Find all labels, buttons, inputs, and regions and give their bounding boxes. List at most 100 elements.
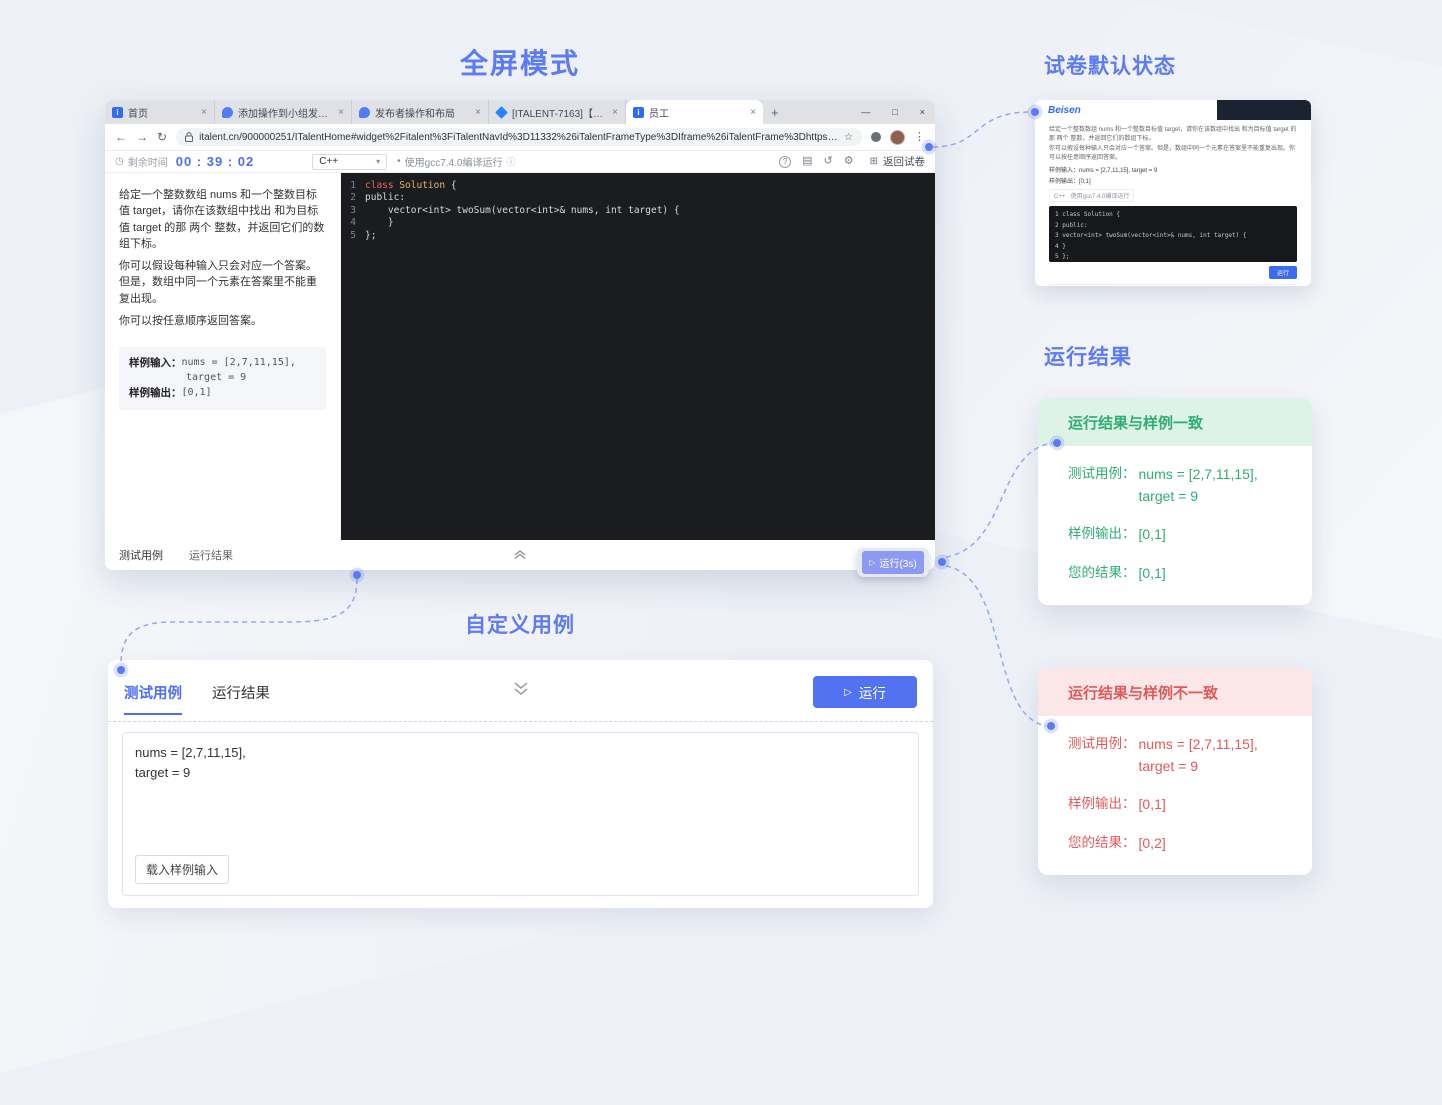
line-number: 4: [350, 217, 356, 229]
thumbnail-language-bar: C++ · 使用gcc7.4.0编译运行: [1049, 189, 1135, 203]
thumbnail-problem-text: 给定一个整数数组 nums 和一个整数目标值 target，请你在该数组中找出 …: [1049, 127, 1297, 143]
back-icon[interactable]: ←: [115, 130, 127, 144]
tab-test-case[interactable]: 测试用例: [124, 682, 182, 715]
connector-success-card: [945, 442, 1053, 558]
browser-tab[interactable]: [ITALENT-7163]【消息】×: [489, 100, 626, 124]
sample-box: 样例输入： nums = [2,7,11,15], target = 9 样例输…: [119, 347, 326, 411]
test-case-input[interactable]: nums = [2,7,11,15], target = 9 载入样例输入: [122, 732, 919, 896]
tab-label: 发布者操作和布局: [375, 108, 455, 120]
thumbnail-dark-header: [1217, 100, 1311, 120]
tab-close-icon[interactable]: ×: [750, 106, 756, 118]
result-row: 您的结果：[0,1]: [1068, 563, 1298, 585]
tab-run-result[interactable]: 运行结果: [212, 685, 270, 702]
forward-icon[interactable]: →: [136, 130, 148, 144]
line-number: 5: [350, 229, 356, 241]
browser-tab-strip: 首页×添加操作到小组发布者×发布者操作和布局×[ITALENT-7163]【消息…: [105, 100, 935, 124]
minimize-icon[interactable]: —: [861, 107, 871, 117]
tab-close-icon[interactable]: ×: [612, 106, 618, 118]
help-icon[interactable]: ?: [779, 155, 792, 168]
result-value-line: nums = [2,7,11,15],: [1138, 466, 1258, 482]
thumbnail-problem-text: 你可以假设每种输入只会对应一个答案。但是，数组中同一个元素在答案里不能重复出现。…: [1049, 145, 1296, 161]
exam-bottom-bar: 测试用例 运行结果: [105, 540, 935, 570]
address-bar[interactable]: italent.cn/900000251/ITalentHome#widget%…: [176, 128, 862, 146]
reload-icon[interactable]: ↻: [157, 130, 168, 144]
settings-gear-icon[interactable]: ⚙: [843, 155, 854, 167]
result-value-line: [0,1]: [1138, 796, 1166, 813]
thumbnail-run-button[interactable]: 运行: [1268, 266, 1297, 280]
code-line: 5};: [341, 230, 935, 242]
code-token: {: [450, 180, 457, 191]
run-button[interactable]: ▷ 运行: [813, 676, 917, 708]
annotation-run-results-title: 运行结果: [1044, 346, 1132, 369]
result-row-label: 样例输出：: [1068, 526, 1136, 542]
code-token: };: [365, 229, 377, 241]
avatar[interactable]: [890, 129, 905, 145]
annotation-fullscreen-title: 全屏模式: [459, 48, 580, 79]
dashed-divider: [108, 721, 933, 722]
double-chevron-down-icon[interactable]: [512, 682, 530, 696]
load-sample-button[interactable]: 载入样例输入: [135, 855, 230, 884]
clock-icon: ◷: [115, 156, 124, 167]
run-button-label: 运行(3s): [879, 559, 917, 570]
chat-icon: [222, 106, 233, 118]
extensions-icon[interactable]: [871, 132, 881, 142]
result-row: 您的结果：[0,2]: [1068, 833, 1298, 855]
thumbnail-code-line: 2 public:: [1055, 221, 1088, 229]
connector-thumbnail: [932, 111, 1032, 148]
annotation-exam-default-title: 试卷默认状态: [1044, 55, 1176, 78]
custom-panel-header: 测试用例 运行结果 ▷ 运行: [108, 660, 933, 715]
compiler-note: • 使用gcc7.4.0编译运行 ⓘ: [397, 154, 515, 169]
run-result-card-success: 运行结果与样例一致测试用例：nums = [2,7,11,15],target …: [1038, 398, 1312, 605]
result-row-value: nums = [2,7,11,15],target = 9: [1139, 464, 1258, 507]
browser-tab[interactable]: 首页×: [105, 100, 215, 124]
close-window-icon[interactable]: ×: [919, 107, 925, 117]
language-select[interactable]: C++ ▾: [312, 153, 388, 170]
window-controls: — □ ×: [861, 100, 925, 124]
input-line: nums = [2,7,11,15],: [135, 745, 246, 760]
sample-output-label: 样例输出：: [129, 386, 182, 399]
chevron-down-icon: ▾: [376, 157, 381, 166]
custom-case-panel: 测试用例 运行结果 ▷ 运行 nums = [2,7,11,15], target…: [108, 660, 933, 908]
tab-test-case[interactable]: 测试用例: [119, 550, 163, 562]
compiler-text: 使用gcc7.4.0编译运行: [404, 158, 503, 169]
back-to-exam-button[interactable]: ⊞ 返回试卷: [870, 154, 925, 169]
back-to-exam-label: 返回试卷: [883, 156, 925, 168]
browser-tab[interactable]: 员工×: [626, 100, 763, 124]
collapse-chevron-icon[interactable]: [513, 550, 527, 560]
browser-menu-icon[interactable]: ⋮: [914, 130, 925, 143]
problem-paragraph: 你可以按任意顺序返回答案。: [119, 314, 262, 327]
tab-close-icon[interactable]: ×: [475, 106, 481, 118]
browser-tab[interactable]: 发布者操作和布局 ×: [352, 100, 489, 124]
run-result-card-fail: 运行结果与样例不一致测试用例：nums = [2,7,11,15],target…: [1038, 668, 1312, 875]
tab-close-icon[interactable]: ×: [338, 106, 344, 118]
result-row: 样例输出：[0,1]: [1068, 524, 1298, 546]
input-line: target = 9: [135, 765, 191, 780]
sample-output-value: [0,1]: [181, 386, 212, 398]
code-token: public:: [365, 192, 406, 204]
thumbnail-pager: 上一题 下一题: [1049, 284, 1297, 286]
code-line: 4 }: [341, 217, 935, 229]
bookmark-star-icon[interactable]: ☆: [844, 131, 853, 143]
thumbnail-code-editor: 1 class Solution {2 public:3 vector<int>…: [1049, 206, 1297, 263]
undo-icon[interactable]: ↺: [823, 155, 833, 167]
jira-icon: [495, 105, 508, 119]
sample-input-label: 样例输入：: [129, 357, 182, 370]
run-button-label: 运行: [858, 686, 886, 701]
code-token: class: [365, 180, 400, 191]
tab-close-icon[interactable]: ×: [201, 106, 207, 118]
panel-icon[interactable]: ▤: [802, 155, 813, 167]
maximize-icon[interactable]: □: [892, 107, 898, 117]
run-button[interactable]: ▷ 运行(3s): [862, 551, 924, 574]
code-token: vector<int> twoSum(vector<int>& nums, in…: [365, 204, 680, 216]
result-value-line: [0,1]: [1138, 565, 1166, 582]
run-button-highlight: ▷ 运行(3s): [857, 548, 929, 577]
new-tab-button[interactable]: +: [771, 104, 779, 120]
sample-input-value: target = 9: [186, 372, 247, 384]
tab-run-result[interactable]: 运行结果: [189, 550, 233, 562]
browser-tab[interactable]: 添加操作到小组发布者×: [215, 100, 352, 124]
result-row-value: [0,1]: [1139, 563, 1166, 585]
